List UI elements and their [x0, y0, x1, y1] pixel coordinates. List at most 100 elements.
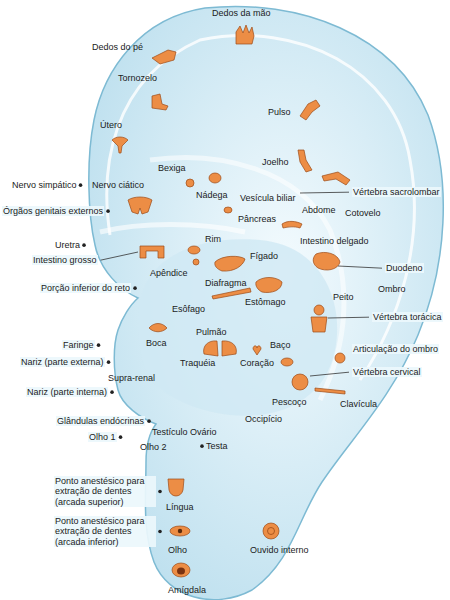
- leader-line: [300, 192, 349, 194]
- leader-dot: [82, 243, 86, 247]
- organ-label: Supra-renal: [108, 373, 155, 383]
- organ-label: Nariz (parte interna): [26, 387, 108, 397]
- organ-label: Testículo Ovário: [152, 427, 217, 437]
- eye-icon: [170, 526, 190, 536]
- leader-dot: [106, 209, 110, 213]
- organ-label: Intestino grosso: [32, 255, 98, 265]
- organ-label: Abdome: [302, 205, 336, 215]
- organ-label: Pulso: [268, 107, 291, 117]
- organ-label: Boca: [146, 338, 167, 348]
- hand-icon: [236, 25, 254, 44]
- organ-label: Estômago: [245, 297, 286, 307]
- heart-icon: [253, 346, 261, 355]
- organ-label: Pulmão: [196, 327, 227, 337]
- organ-label: Vesícula biliar: [240, 193, 296, 203]
- leader-dot: [133, 286, 137, 290]
- organ-label: Vértebra torácica: [372, 312, 443, 322]
- antihelix: [150, 158, 344, 400]
- concha: [138, 239, 337, 415]
- cochlea-inner: [268, 528, 275, 535]
- organ-label: Nervo ciático: [92, 180, 144, 190]
- organ-label: Amígdala: [168, 585, 206, 595]
- helix-crus: [100, 225, 245, 233]
- organ-label: Nariz (parte externa): [20, 357, 105, 367]
- lung-icon: [204, 341, 237, 356]
- organ-label: Língua: [166, 502, 194, 512]
- organ-label: Pâncreas: [238, 214, 276, 224]
- leader-dot: [110, 390, 114, 394]
- appendix-icon: [193, 259, 199, 265]
- organ-label: Glândulas endócrinas: [56, 416, 145, 426]
- leader-line: [310, 372, 349, 376]
- organ-label: Bexiga: [158, 163, 186, 173]
- bladder-icon: [186, 179, 194, 187]
- organ-label: Joelho: [262, 157, 289, 167]
- organ-label: Faringe: [62, 340, 95, 350]
- ankle-icon: [152, 94, 168, 110]
- buttock-icon: [209, 173, 221, 183]
- organ-label: Fígado: [250, 251, 278, 261]
- shoulder-icon: [335, 353, 345, 363]
- leader-line: [338, 266, 382, 268]
- leader-line: [101, 252, 138, 260]
- leader-dot: [147, 419, 151, 423]
- organ-label: Ombro: [378, 284, 406, 294]
- pancreas-icon: [282, 221, 302, 228]
- organ-label: Ponto anestésico para extração de dentes…: [54, 516, 156, 547]
- elbow-icon: [322, 172, 350, 185]
- occiput-icon: [292, 374, 308, 390]
- organ-label: Esôfago: [172, 304, 205, 314]
- organ-label: Dedos da mão: [212, 8, 271, 18]
- leader-dot: [158, 490, 162, 494]
- leader-dot: [119, 435, 123, 439]
- organ-label: Apêndice: [150, 268, 188, 278]
- throat-icon: [177, 568, 185, 575]
- organ-label: Ponto anestésico para extração de dentes…: [54, 476, 156, 507]
- mouth-icon: [149, 324, 167, 332]
- small-intestine-icon: [313, 252, 340, 270]
- organ-label: Diafragma: [205, 278, 247, 288]
- organ-label: Coração: [240, 358, 274, 368]
- organ-label: Nádega: [196, 190, 228, 200]
- leader-line: [328, 317, 369, 319]
- tongue-icon: [168, 479, 184, 496]
- organ-label: Olho 2: [140, 442, 167, 452]
- organ-label: Ouvido interno: [250, 545, 309, 555]
- chest-icon: [311, 317, 327, 332]
- organ-label: Olho: [168, 545, 187, 555]
- spleen-icon: [281, 358, 293, 366]
- organ-label: Útero: [100, 120, 122, 130]
- organ-label: Baço: [270, 340, 291, 350]
- organ-label: Dedos do pé: [92, 42, 143, 52]
- stomach-icon: [256, 278, 282, 293]
- organ-label: Clavícula: [340, 399, 377, 409]
- wrist-icon: [300, 100, 320, 120]
- organ-label: Pescoço: [272, 397, 307, 407]
- organ-label: Intestino delgado: [300, 236, 369, 246]
- tonsil-icon: [172, 563, 190, 577]
- head-icon: [314, 305, 324, 315]
- organ-label: Vértebra cervical: [352, 367, 422, 377]
- organ-label: Articulação do ombro: [352, 344, 439, 354]
- organ-label: Cotovelo: [345, 208, 381, 218]
- pupil-icon: [178, 529, 182, 533]
- organ-label: Occipício: [245, 414, 282, 424]
- organ-label: Rim: [205, 234, 221, 244]
- gallbladder-icon: [224, 207, 232, 213]
- liver-icon: [215, 256, 245, 271]
- organ-label: Tornozelo: [118, 73, 157, 83]
- uterus-icon: [112, 137, 128, 153]
- pelvis-icon: [128, 197, 152, 214]
- leader-dot: [79, 183, 83, 187]
- foot-icon: [152, 50, 176, 64]
- leader-dot: [158, 530, 162, 534]
- organ-label: Testa: [206, 441, 228, 451]
- organ-label: Vértebra sacrolombar: [352, 187, 441, 197]
- leader-dot: [97, 343, 101, 347]
- organ-label: Olho 1: [88, 432, 117, 442]
- ear-outline: [89, 6, 443, 599]
- organ-label: Traquéia: [180, 358, 215, 368]
- organ-label: Peito: [333, 292, 354, 302]
